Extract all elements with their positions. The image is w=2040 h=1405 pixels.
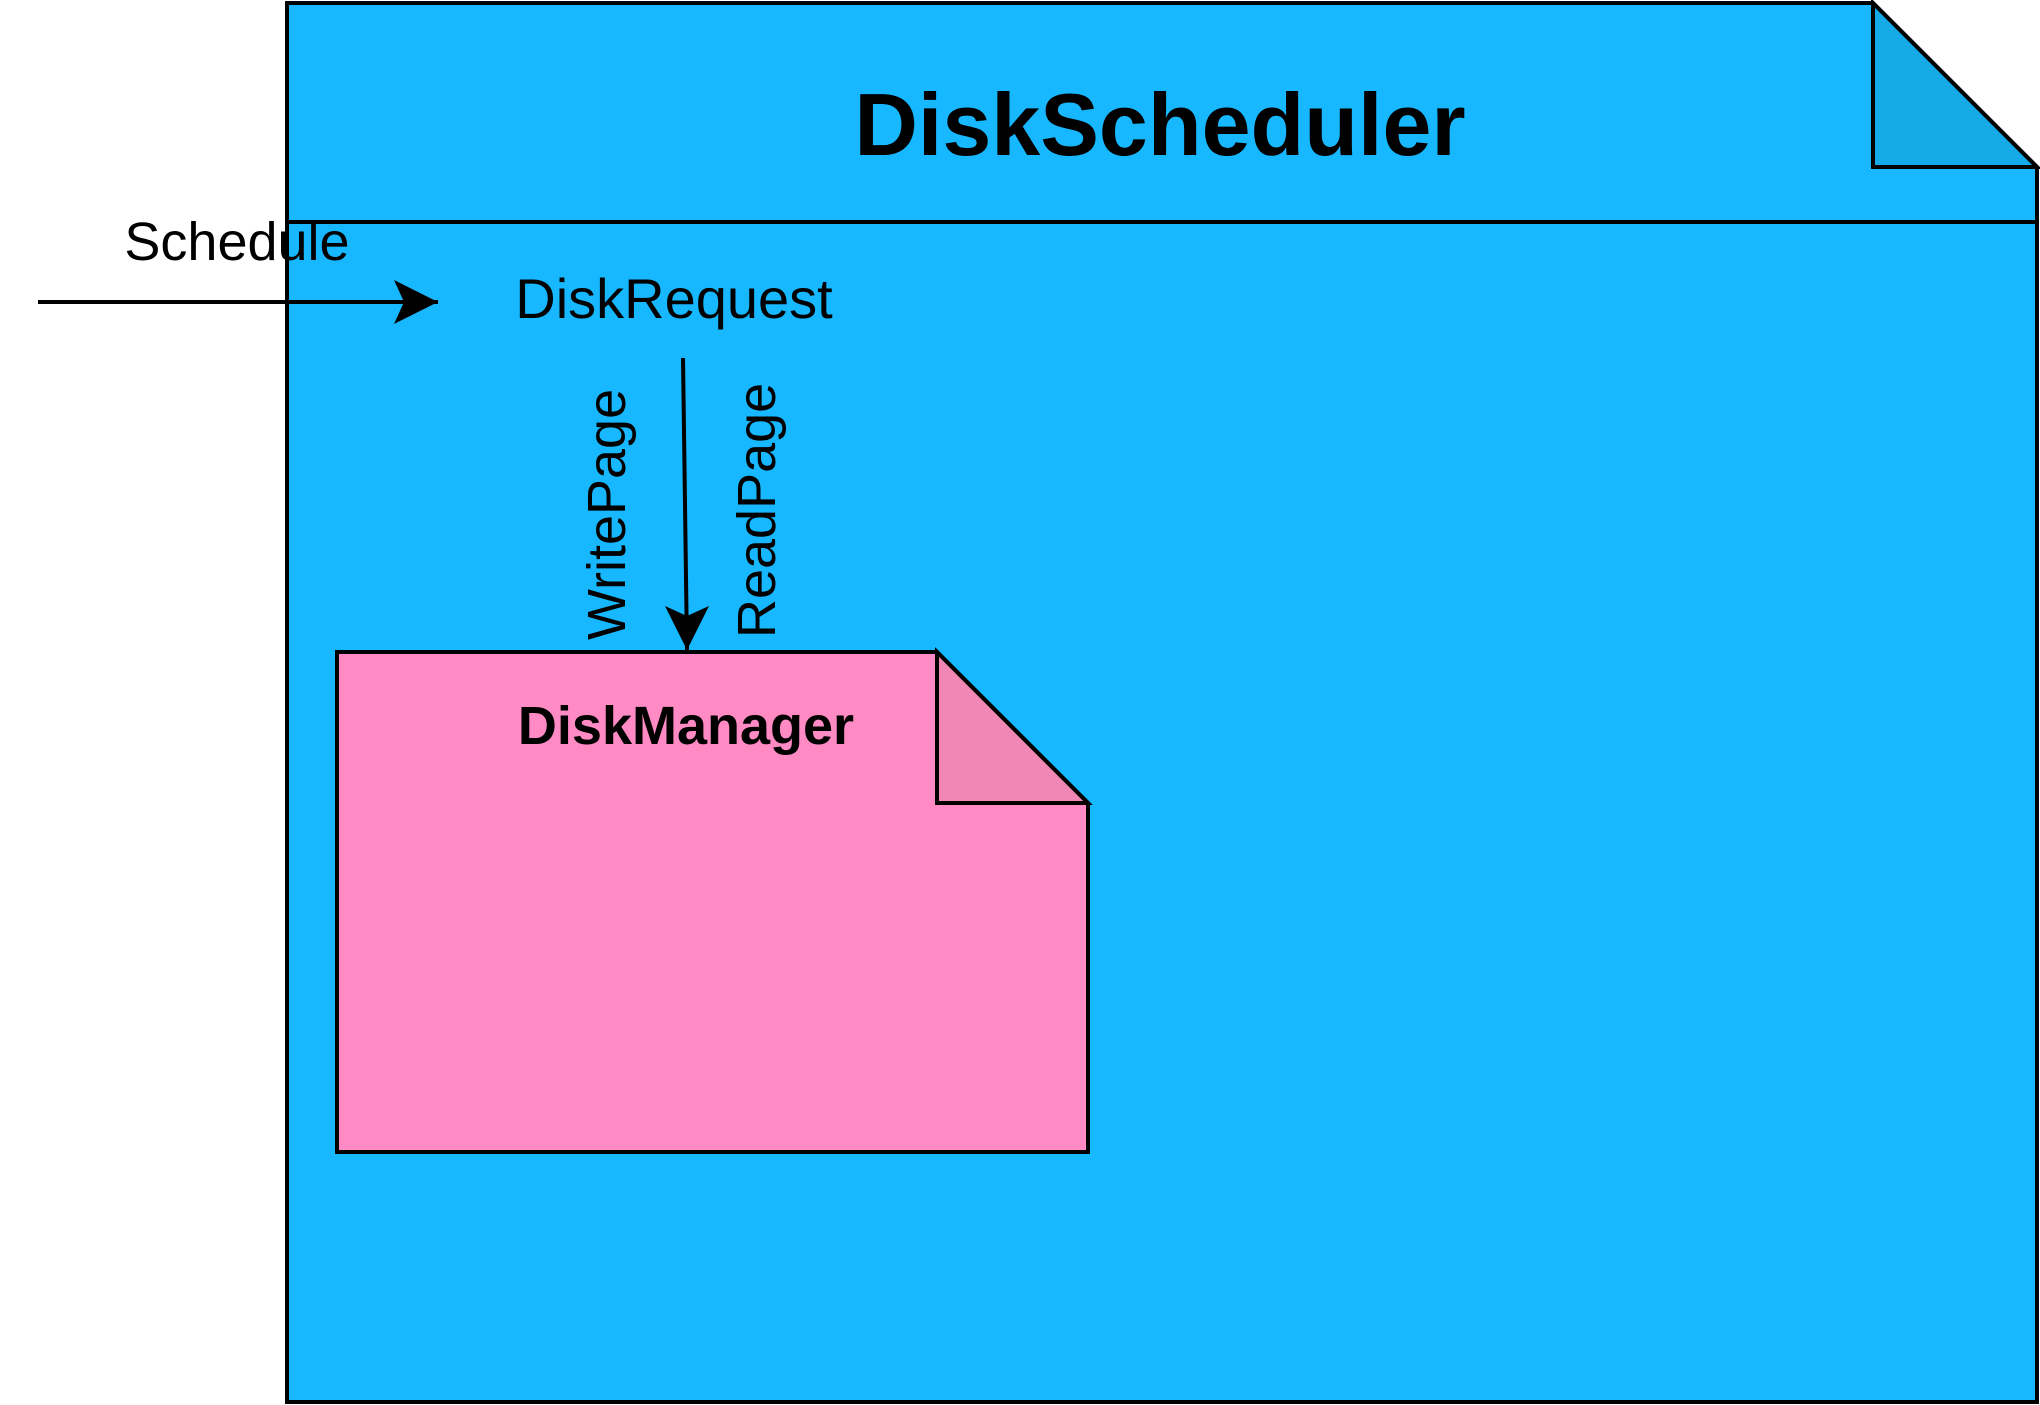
schedule-edge[interactable]: Schedule — [38, 212, 438, 324]
schedule-arrowhead — [394, 280, 438, 324]
disk-manager-package[interactable]: DiskManager — [335, 647, 1093, 1154]
disk-manager-title: DiskManager — [518, 696, 854, 756]
schedule-label: Schedule — [124, 212, 349, 272]
read-page-label: ReadPage — [727, 383, 787, 638]
disk-manager-fold — [935, 647, 1093, 805]
write-page-label: WritePage — [577, 389, 637, 640]
request-to-manager-arrowhead — [665, 606, 709, 650]
disk-manager-body[interactable] — [335, 650, 1090, 1154]
request-to-manager-arrow[interactable] — [681, 357, 689, 651]
disk-scheduler-title: DiskScheduler — [854, 75, 1465, 174]
disk-scheduler-fold — [1871, 0, 2040, 169]
disk-request-label[interactable]: DiskRequest — [515, 267, 833, 330]
request-to-manager-edge[interactable]: WritePage ReadPage — [577, 357, 787, 651]
